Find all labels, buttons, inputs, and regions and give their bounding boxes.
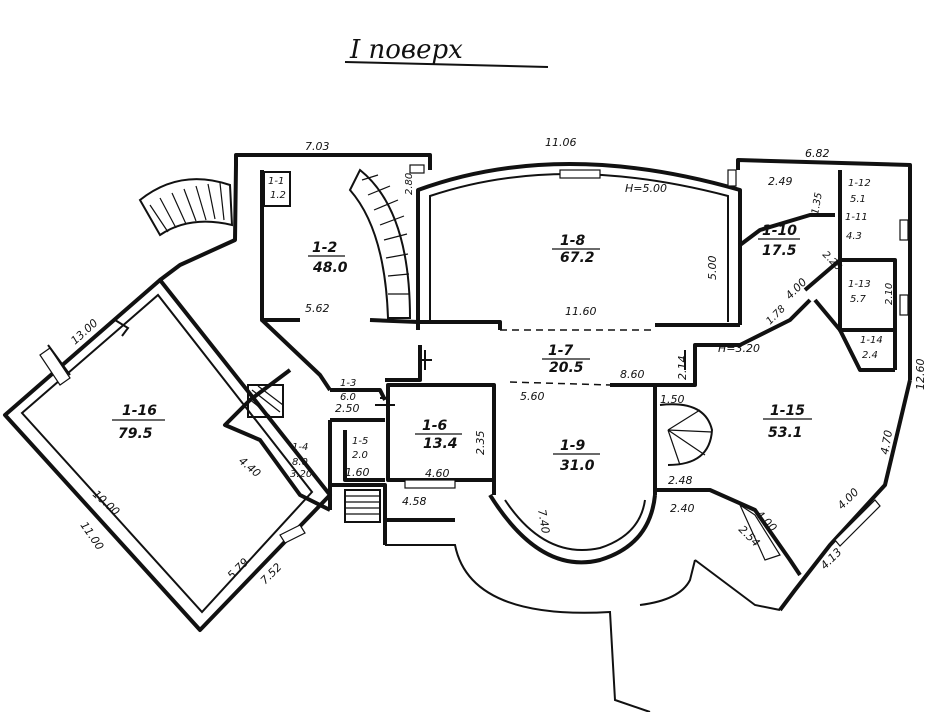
svg-text:1-14: 1-14 bbox=[860, 335, 883, 346]
svg-text:1.2: 1.2 bbox=[270, 190, 286, 201]
svg-text:67.2: 67.2 bbox=[560, 250, 595, 266]
svg-text:13.4: 13.4 bbox=[423, 436, 458, 452]
svg-text:5.62: 5.62 bbox=[305, 302, 330, 315]
svg-text:1-4: 1-4 bbox=[292, 442, 308, 453]
room-1-11: 1-11 4.3 bbox=[845, 212, 868, 242]
svg-text:2.40: 2.40 bbox=[670, 502, 695, 515]
svg-text:5.00: 5.00 bbox=[706, 256, 719, 281]
svg-text:2.48: 2.48 bbox=[668, 474, 693, 487]
svg-text:4.60: 4.60 bbox=[425, 467, 450, 480]
room-labels: 1-1 1.2 1-2 48.0 1-3 6.0 1-4 8.0 1-5 2.0… bbox=[112, 176, 883, 474]
room-1-5: 1-5 2.0 bbox=[352, 436, 368, 461]
room-1-15: 1-15 53.1 bbox=[763, 403, 812, 441]
svg-text:1-3: 1-3 bbox=[340, 378, 356, 389]
opening-lower bbox=[509, 381, 611, 386]
plan-title: I поверх bbox=[349, 35, 463, 65]
room-1-14: 1-14 2.4 bbox=[860, 335, 883, 361]
room-1-3: 1-3 6.0 bbox=[340, 378, 356, 403]
stair-top-left bbox=[138, 178, 234, 237]
svg-text:6.82: 6.82 bbox=[805, 147, 830, 160]
svg-text:13.00: 13.00 bbox=[68, 316, 100, 347]
svg-text:11.60: 11.60 bbox=[565, 305, 597, 318]
svg-text:1-8: 1-8 bbox=[560, 233, 586, 249]
svg-text:2.35: 2.35 bbox=[474, 431, 487, 456]
svg-text:31.0: 31.0 bbox=[560, 458, 595, 474]
svg-text:1-16: 1-16 bbox=[122, 403, 157, 419]
svg-text:5.60: 5.60 bbox=[520, 390, 545, 403]
svg-text:4.70: 4.70 bbox=[878, 429, 895, 455]
room-1-2: 1-2 48.0 bbox=[308, 240, 348, 276]
svg-text:4.00: 4.00 bbox=[835, 486, 862, 513]
title-underline bbox=[344, 61, 549, 68]
svg-text:1.60: 1.60 bbox=[345, 466, 370, 479]
room-1-8: 1-8 67.2 bbox=[552, 233, 600, 266]
svg-text:1-15: 1-15 bbox=[770, 403, 805, 419]
outer-walls bbox=[3, 153, 912, 712]
svg-text:2.0: 2.0 bbox=[352, 450, 368, 461]
svg-text:1-2: 1-2 bbox=[312, 240, 337, 256]
svg-text:5.7: 5.7 bbox=[850, 294, 867, 305]
svg-text:8.60: 8.60 bbox=[620, 368, 645, 381]
svg-text:4.13: 4.13 bbox=[818, 546, 845, 573]
svg-text:4.40: 4.40 bbox=[236, 454, 263, 480]
svg-text:3.20: 3.20 bbox=[290, 469, 312, 480]
stair-1-2 bbox=[348, 168, 412, 319]
stair-spiral bbox=[659, 403, 714, 466]
interior-walls bbox=[223, 170, 897, 577]
room-1-9: 1-9 31.0 bbox=[553, 438, 600, 474]
svg-text:11.06: 11.06 bbox=[545, 136, 577, 149]
svg-text:79.5: 79.5 bbox=[118, 426, 153, 442]
windows bbox=[39, 164, 909, 561]
stair-small bbox=[247, 384, 381, 523]
svg-text:1-7: 1-7 bbox=[548, 343, 574, 359]
svg-text:53.1: 53.1 bbox=[768, 425, 803, 441]
room-1-1: 1-1 1.2 bbox=[268, 176, 286, 201]
svg-text:2.50: 2.50 bbox=[335, 402, 360, 415]
svg-text:2.4: 2.4 bbox=[862, 350, 878, 361]
svg-text:1-13: 1-13 bbox=[848, 279, 871, 290]
svg-text:1-9: 1-9 bbox=[560, 438, 586, 454]
room-1-6: 1-6 13.4 bbox=[415, 418, 462, 452]
svg-text:1-12: 1-12 bbox=[848, 178, 871, 189]
svg-text:2.80: 2.80 bbox=[404, 173, 415, 195]
svg-text:1-1: 1-1 bbox=[268, 176, 284, 187]
room-1-10: 1-10 17.5 bbox=[758, 223, 800, 259]
room-1-13: 1-13 5.7 bbox=[848, 279, 871, 305]
svg-text:1-6: 1-6 bbox=[422, 418, 448, 434]
svg-text:1-5: 1-5 bbox=[352, 436, 368, 447]
svg-text:5.1: 5.1 bbox=[850, 194, 866, 205]
svg-text:1-10: 1-10 bbox=[762, 223, 797, 239]
svg-text:2.14: 2.14 bbox=[676, 356, 689, 381]
svg-text:H=5.00: H=5.00 bbox=[625, 182, 667, 195]
svg-text:H=3.20: H=3.20 bbox=[718, 342, 760, 355]
svg-text:6.0: 6.0 bbox=[340, 392, 356, 403]
svg-text:48.0: 48.0 bbox=[312, 260, 348, 276]
svg-text:1-11: 1-11 bbox=[845, 212, 868, 223]
svg-text:4.58: 4.58 bbox=[402, 495, 427, 508]
svg-text:4.3: 4.3 bbox=[846, 231, 862, 242]
svg-text:7.40: 7.40 bbox=[535, 508, 552, 534]
room-1-12: 1-12 5.1 bbox=[848, 178, 871, 205]
svg-text:1.35: 1.35 bbox=[810, 192, 825, 216]
door-marks bbox=[47, 319, 686, 406]
room-1-16: 1-16 79.5 bbox=[112, 403, 165, 442]
dimension-labels: 7.03 11.06 6.82 H=5.00 H=3.20 11.60 5.00… bbox=[68, 136, 927, 587]
svg-text:12.60: 12.60 bbox=[914, 359, 927, 391]
svg-text:8.0: 8.0 bbox=[292, 457, 308, 468]
svg-text:1.50: 1.50 bbox=[660, 393, 685, 406]
svg-text:2.49: 2.49 bbox=[768, 175, 793, 188]
svg-text:20.5: 20.5 bbox=[549, 360, 584, 376]
svg-text:7.03: 7.03 bbox=[305, 140, 330, 153]
room-1-4: 1-4 8.0 bbox=[292, 442, 308, 468]
svg-text:17.5: 17.5 bbox=[762, 243, 797, 259]
room-1-7: 1-7 20.5 bbox=[542, 343, 590, 376]
svg-text:2.10: 2.10 bbox=[884, 283, 895, 305]
